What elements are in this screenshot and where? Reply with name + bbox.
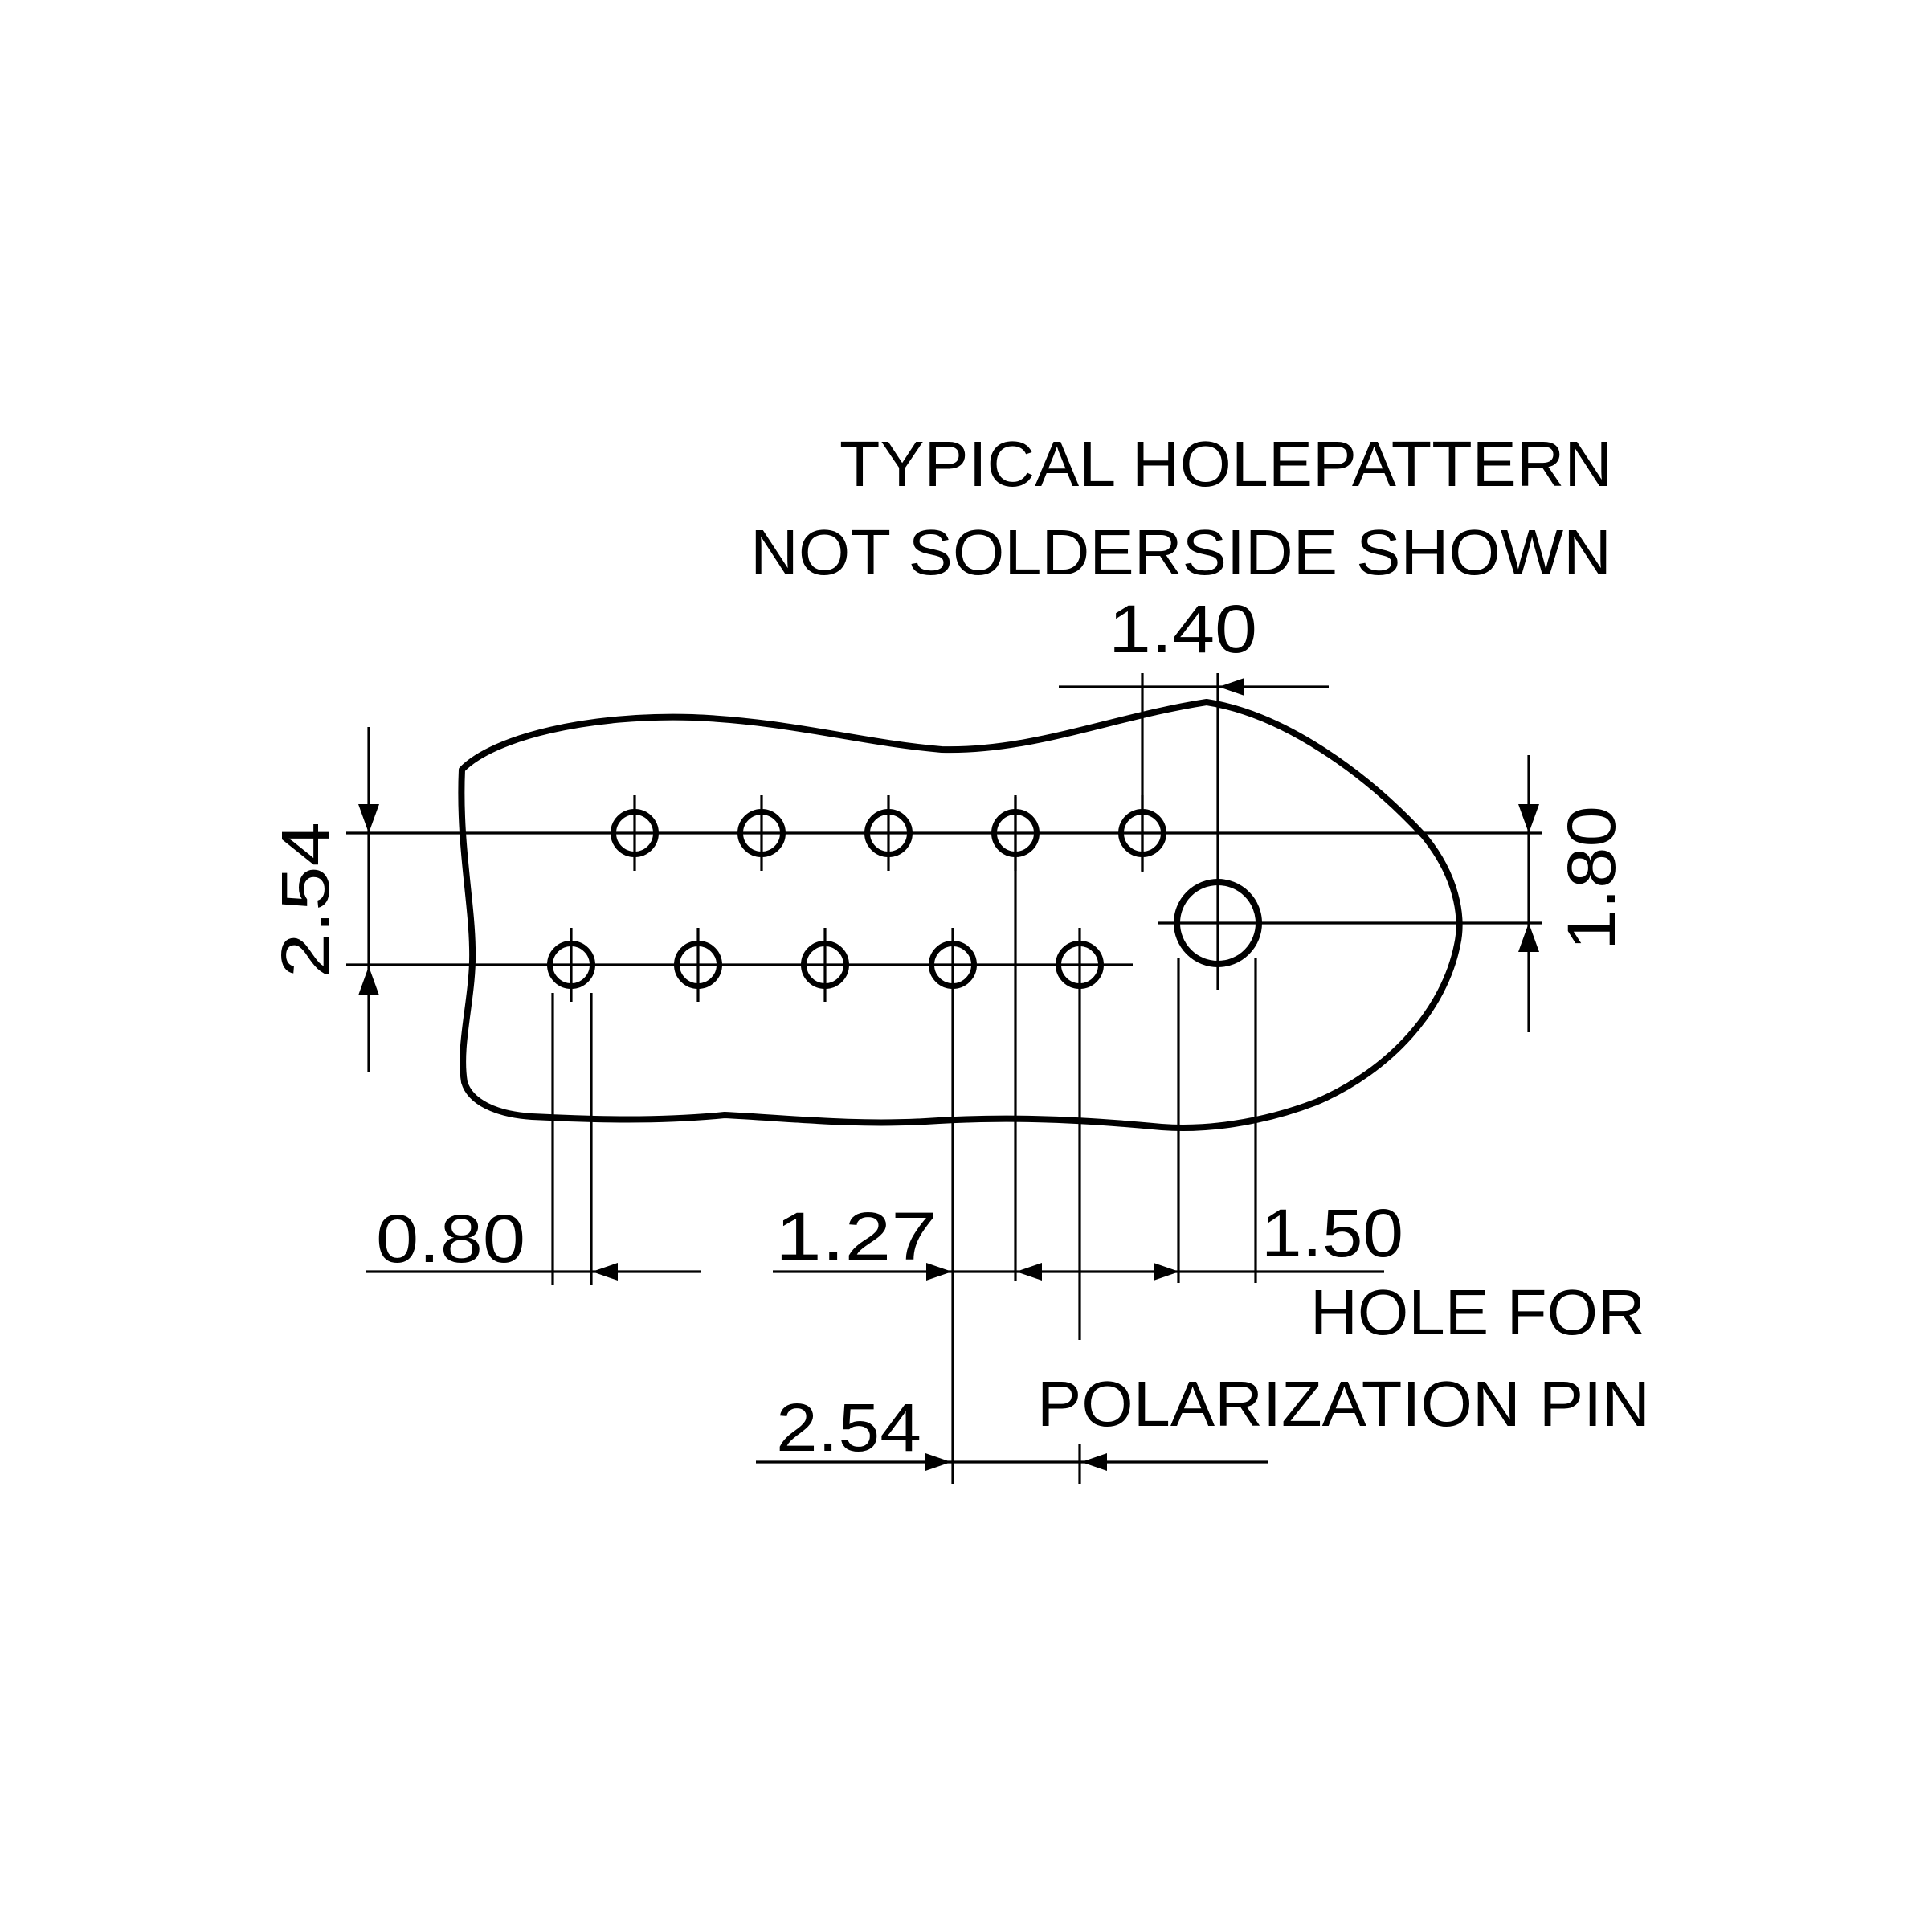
hole-top-3: [864, 809, 913, 857]
arrow-0-80-left: [592, 1263, 618, 1281]
hole-top-5: [1118, 809, 1166, 857]
arrow-1-50-right: [1154, 1263, 1179, 1281]
pcb-outline: [458, 699, 1463, 1131]
dim-label-1-40: 1.40: [1109, 591, 1257, 667]
dim-label-2-54-left: 2.54: [268, 822, 343, 978]
dim-label-1-80: 1.80: [1554, 806, 1629, 950]
note-polarization-line1: HOLE FOR: [1310, 1276, 1645, 1348]
dim-label-2-54-bottom: 2.54: [776, 1390, 921, 1465]
hole-top-2: [737, 809, 786, 857]
arrow-1-80-down: [1518, 804, 1539, 833]
dim-label-1-50: 1.50: [1261, 1195, 1403, 1271]
dim-label-0-80: 0.80: [376, 1201, 525, 1276]
arrow-1-40-left: [1219, 678, 1244, 696]
hole-bottom-2: [674, 941, 722, 989]
arrow-2-54-bottom-left: [1081, 1453, 1107, 1471]
arrow-1-27-left: [1016, 1263, 1042, 1281]
arrow-1-80-up: [1518, 923, 1539, 952]
arrow-2-54-left-up: [358, 966, 379, 995]
hole-bottom-5: [1056, 941, 1104, 989]
hole-top-1: [611, 809, 659, 857]
arrow-2-54-left-down: [358, 804, 379, 833]
arrow-1-27-right: [926, 1263, 952, 1281]
dim-label-1-27: 1.27: [775, 1199, 937, 1274]
hole-bottom-3: [801, 941, 849, 989]
polarization-pin-hole: [1174, 879, 1262, 967]
hole-bottom-1: [547, 941, 595, 989]
note-polarization-line2: POLARIZATION PIN: [1037, 1368, 1650, 1440]
hole-top-4: [991, 809, 1040, 857]
note-top-line1: TYPICAL HOLEPATTERN: [839, 428, 1612, 500]
hole-bottom-4: [929, 941, 977, 989]
arrow-2-54-bottom-right: [925, 1453, 951, 1471]
note-top-line2: NOT SOLDERSIDE SHOWN: [750, 517, 1611, 588]
